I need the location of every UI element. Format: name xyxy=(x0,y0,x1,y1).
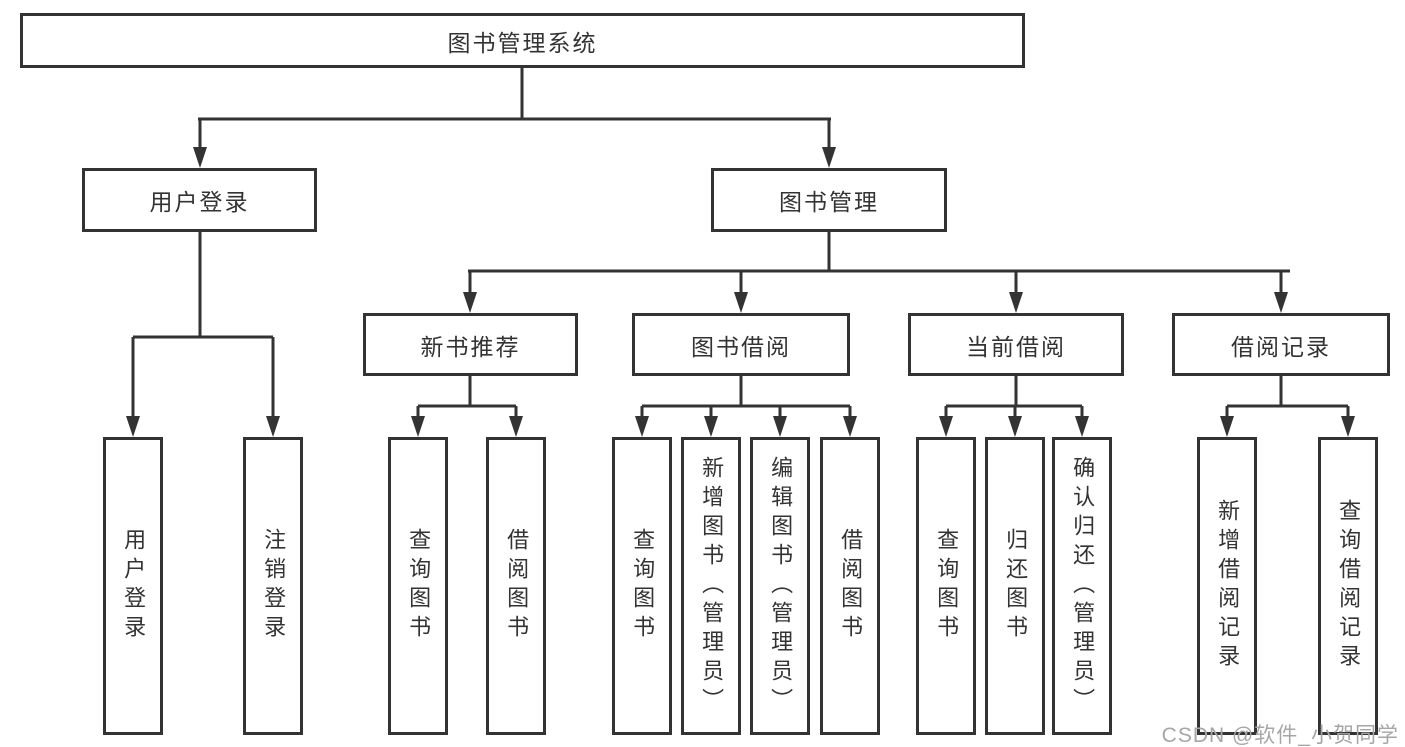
node-label: 确认归还（管理员） xyxy=(1070,455,1096,717)
node-return-books: 归还图书 xyxy=(985,437,1045,735)
node-book-borrow: 图书借阅 xyxy=(632,313,850,376)
node-borrow-records: 借阅记录 xyxy=(1172,313,1390,376)
node-label: 编辑图书（管理员） xyxy=(768,455,794,717)
node-query-books-recommend: 查询图书 xyxy=(388,437,448,735)
arrowhead xyxy=(773,416,787,437)
arrowhead xyxy=(822,147,836,168)
node-label: 借阅图书 xyxy=(838,528,864,644)
node-query-books-current: 查询图书 xyxy=(916,437,976,735)
arrowhead xyxy=(193,147,207,168)
arrowhead xyxy=(635,416,649,437)
node-label: 查询图书 xyxy=(406,528,432,644)
node-new-book-recommend: 新书推荐 xyxy=(363,313,578,376)
node-edit-books-admin: 编辑图书（管理员） xyxy=(750,437,810,735)
arrowhead xyxy=(411,416,425,437)
connector-borrow-records xyxy=(1225,376,1350,418)
arrowhead xyxy=(939,416,953,437)
node-user-login: 用户登录 xyxy=(82,168,317,232)
node-label: 新增图书（管理员） xyxy=(699,455,725,717)
connector-new-book-recommend xyxy=(416,376,518,418)
connector-current-borrow xyxy=(944,376,1084,418)
node-label: 借阅图书 xyxy=(504,528,530,644)
node-borrow-books: 借阅图书 xyxy=(820,437,880,735)
node-add-books-admin: 新增图书（管理员） xyxy=(681,437,741,735)
arrowhead xyxy=(463,292,477,313)
arrowhead xyxy=(1274,292,1288,313)
watermark-csdn: CSDN @软件_小贺同学 xyxy=(1161,724,1399,747)
node-label: 查询图书 xyxy=(630,528,656,644)
node-label: 用户登录 xyxy=(121,528,147,644)
node-user-login-action: 用户登录 xyxy=(103,437,163,735)
node-label: 查询借阅记录 xyxy=(1336,499,1362,673)
node-logout-action: 注销登录 xyxy=(243,437,303,735)
arrowhead xyxy=(1341,416,1355,437)
arrowhead xyxy=(126,416,140,437)
node-book-management: 图书管理 xyxy=(711,168,947,232)
arrowhead xyxy=(1220,416,1234,437)
connector-book-management xyxy=(468,232,1290,294)
connector-user-login xyxy=(131,232,275,418)
connector-book-borrow xyxy=(640,376,852,418)
connector-root-to-level2 xyxy=(198,67,831,150)
node-label: 新增借阅记录 xyxy=(1215,499,1241,673)
arrowhead xyxy=(704,416,718,437)
arrowhead xyxy=(509,416,523,437)
arrowhead xyxy=(843,416,857,437)
node-confirm-return-admin: 确认归还（管理员） xyxy=(1052,437,1112,735)
node-label: 注销登录 xyxy=(261,528,287,644)
arrowhead xyxy=(266,416,280,437)
node-label: 查询图书 xyxy=(934,528,960,644)
node-library-management-system: 图书管理系统 xyxy=(20,13,1025,68)
node-query-borrow-record: 查询借阅记录 xyxy=(1318,437,1378,735)
node-add-borrow-record: 新增借阅记录 xyxy=(1197,437,1257,735)
arrowhead xyxy=(1075,416,1089,437)
node-query-books-borrow: 查询图书 xyxy=(612,437,672,735)
arrowhead xyxy=(1008,416,1022,437)
node-current-borrow: 当前借阅 xyxy=(908,313,1124,376)
arrowhead xyxy=(734,292,748,313)
node-label: 归还图书 xyxy=(1003,528,1029,644)
arrowhead xyxy=(1009,292,1023,313)
node-borrow-books-recommend: 借阅图书 xyxy=(486,437,546,735)
